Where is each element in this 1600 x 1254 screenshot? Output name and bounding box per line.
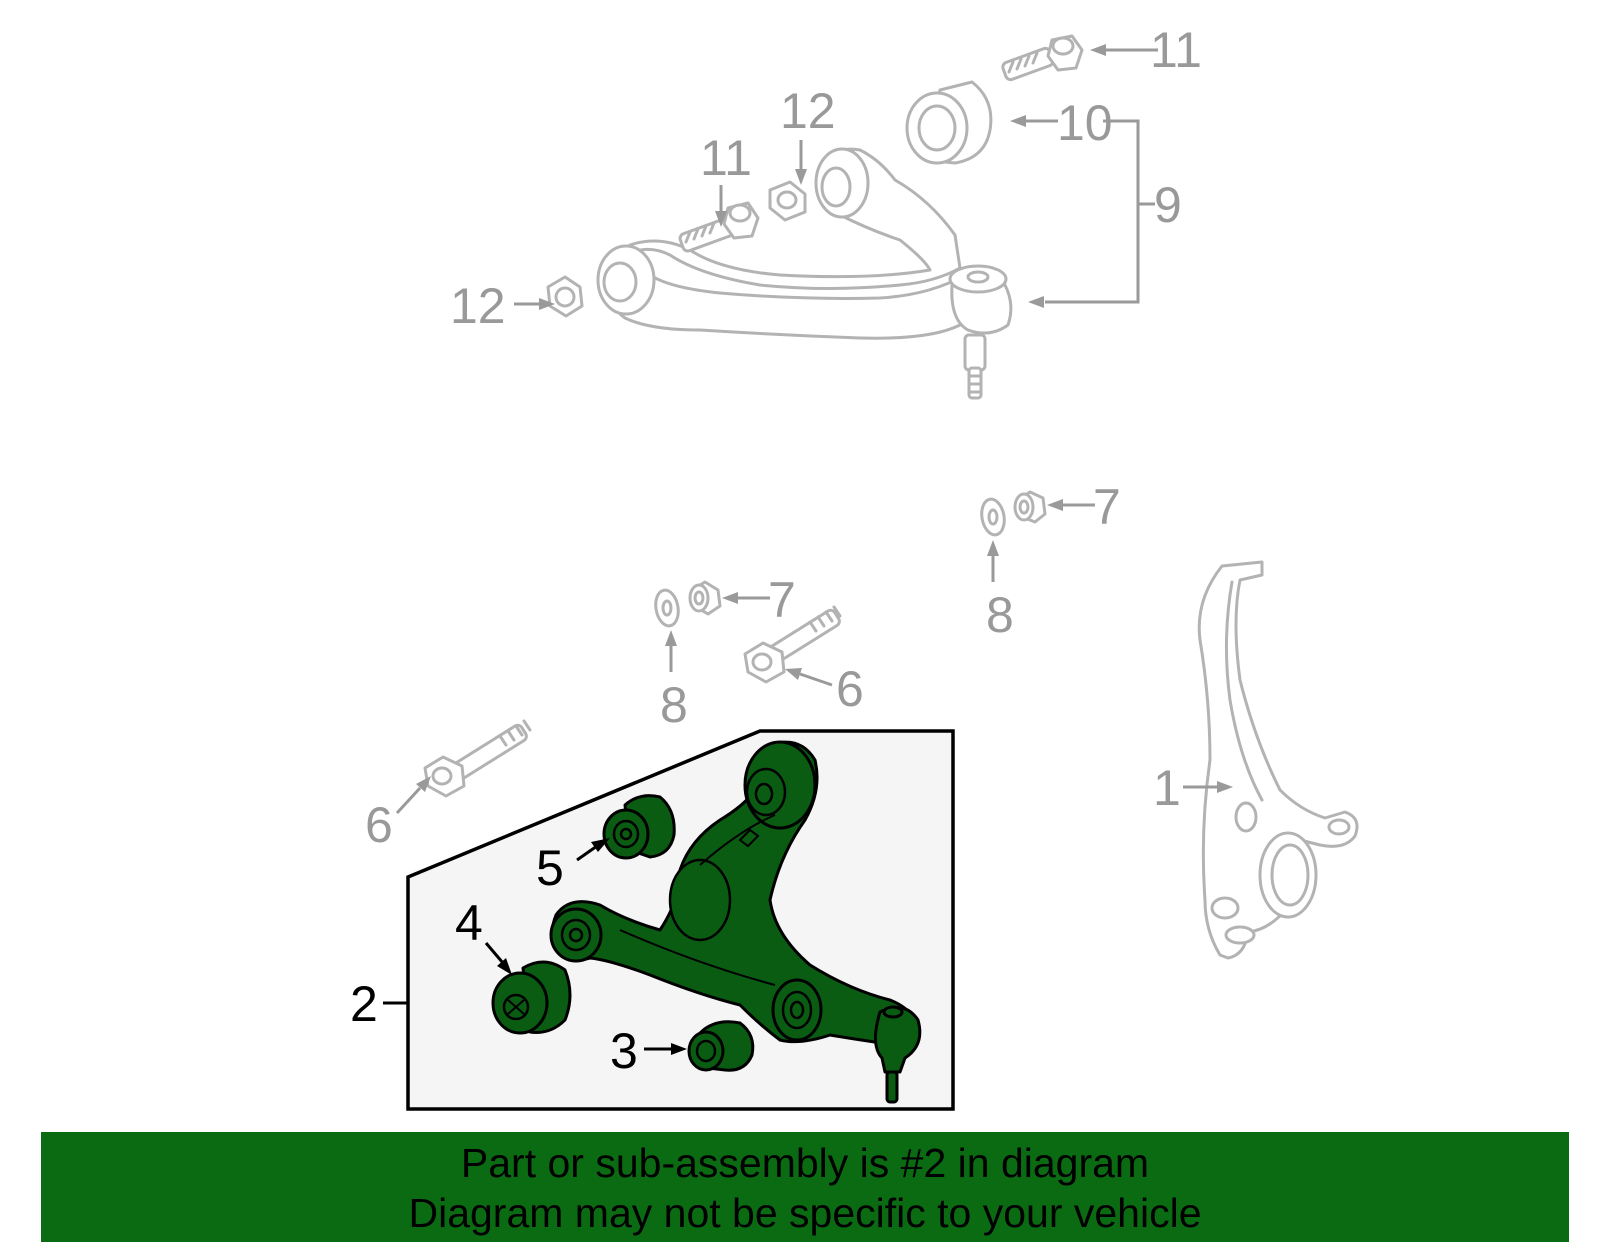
callout-6b: 6 [365,797,393,853]
leader-lines [383,44,1233,1055]
washer-8-right [980,497,1006,537]
callout-6a: 6 [836,661,864,717]
callout-2: 2 [350,976,378,1032]
callout-1: 1 [1153,760,1181,816]
bolt-11-middle [678,201,760,253]
callout-12b: 12 [450,278,506,334]
callout-9: 9 [1154,177,1182,233]
bolt-6-left [423,719,532,798]
nut-12-upper [768,180,807,222]
bolt-6-right [743,605,842,684]
callout-8a: 8 [986,587,1014,643]
callout-12a: 12 [780,83,836,139]
bushing-3 [687,1020,755,1072]
steering-knuckle-1 [1197,560,1359,960]
nut-7-left [688,580,722,616]
nut-12-left [546,275,584,318]
callout-3: 3 [610,1023,638,1079]
washer-8-left [654,588,680,628]
info-banner: Part or sub-assembly is #2 in diagram Di… [41,1132,1569,1242]
callout-11a: 11 [1150,22,1202,78]
bushing-10 [905,80,993,165]
callout-8b: 8 [660,677,688,733]
upper-control-arm [596,147,1013,400]
callout-11b: 11 [700,130,752,186]
callout-5: 5 [536,840,564,896]
bushing-4 [491,960,572,1035]
bolt-11-upper [1001,34,1084,82]
lower-control-arm [549,740,922,1104]
nut-7-right [1013,490,1047,524]
bushing-5 [602,794,676,860]
callout-labels: 11 10 9 12 11 12 7 8 7 8 6 6 1 5 4 2 3 [350,22,1202,1079]
callout-7b: 7 [768,572,796,628]
callout-10: 10 [1057,95,1113,151]
callout-7a: 7 [1093,479,1121,535]
banner-line-2: Diagram may not be specific to your vehi… [408,1190,1202,1236]
callout-4: 4 [455,895,483,951]
banner-line-1: Part or sub-assembly is #2 in diagram [460,1140,1150,1186]
